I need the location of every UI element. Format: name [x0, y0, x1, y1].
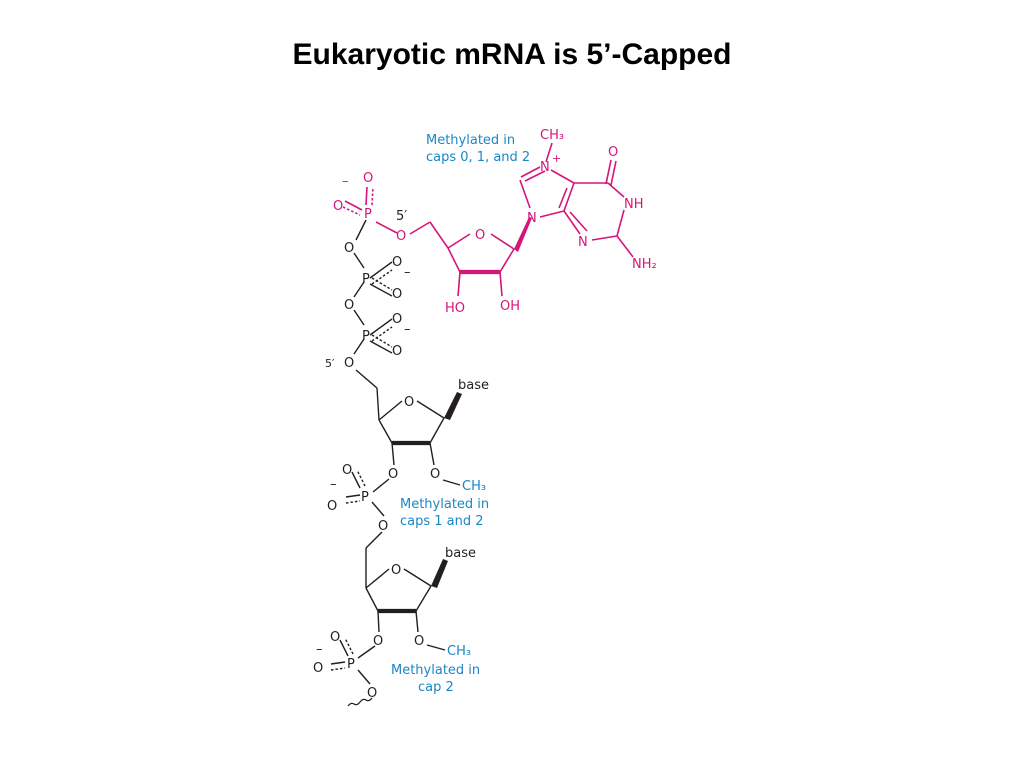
cap-phosphate-o-top-label: O: [363, 171, 373, 186]
nucleotide-2-phosphate-minus-label: –: [316, 642, 323, 657]
triphosphate-p3-o-top-label: O: [392, 312, 402, 327]
triphosphate-p2-label: P: [362, 272, 370, 287]
nucleotide-2-ring-o-label: O: [391, 563, 401, 578]
cap-nh-label: NH: [624, 197, 644, 212]
annotation-caps-0-1-2-line1: Methylated in: [426, 133, 515, 148]
cap-carbonyl-o-label: O: [608, 145, 618, 160]
nucleotide-2-ch3-label: CH₃: [447, 644, 471, 659]
nucleotide-2-base-label: base: [445, 546, 476, 561]
annotation-cap-2-line2: cap 2: [418, 680, 454, 695]
cap-phosphate-o-left-label: O: [333, 199, 343, 214]
nucleotide-2-atom-labels: O base O O – O O P O: [313, 546, 476, 701]
cap-n9-label: N: [527, 211, 537, 226]
cap-ho-label: HO: [445, 301, 465, 316]
cap-ring-o-label: O: [475, 228, 485, 243]
annotation-cap-2-line1: Methylated in: [391, 663, 480, 678]
cap-5prime-label: 5′: [396, 209, 407, 224]
nucleotide-1-phosphate-o-top-label: O: [342, 463, 352, 478]
cap-oh-label: OH: [500, 299, 520, 314]
nucleotide-2-o3-label: O: [373, 634, 383, 649]
nucleotide-1-o5-label: O: [378, 519, 388, 534]
annotation-caps-1-2-line2: caps 1 and 2: [400, 514, 484, 529]
triphosphate-o2-label: O: [344, 298, 354, 313]
nucleotide-1-phosphate-minus-label: –: [330, 477, 337, 492]
cap-5prime-o-label: O: [396, 229, 406, 244]
nucleotide-1-o3-label: O: [388, 467, 398, 482]
cap-phosphorus-label: P: [364, 207, 372, 222]
annotation-cap-2: Methylated in cap 2: [391, 663, 480, 695]
triphosphate-5prime-label: 5′: [325, 357, 335, 370]
cap-n7-label: N: [540, 160, 550, 175]
nucleotide-2-phosphorus-label: P: [347, 657, 355, 672]
triphosphate-p3-o-bottom-label: O: [392, 344, 402, 359]
nucleotide-1-atom-labels: O base O O – O O P O: [327, 378, 489, 534]
cap-plus-label: +: [552, 152, 561, 165]
nucleotide-2-bonds: [330, 548, 446, 707]
annotation-caps-0-1-2-line2: caps 0, 1, and 2: [426, 150, 530, 165]
triphosphate-p2-o-bottom-label: O: [392, 287, 402, 302]
cap-atom-labels: CH₃ N + N O NH N NH₂ O HO OH P O O – O: [333, 128, 657, 316]
nucleotide-2-phosphate-o-top-label: O: [330, 630, 340, 645]
nucleotide-1-base-label: base: [458, 378, 489, 393]
cap-phosphate-minus-label: –: [342, 174, 349, 189]
nucleotide-1-phosphate-o-left-label: O: [327, 499, 337, 514]
triphosphate-atom-labels: O P O O – O P O O – 5′ O: [325, 241, 411, 371]
annotation-caps-0-1-2: Methylated in caps 0, 1, and 2: [426, 133, 530, 165]
nucleotide-1-base-wedge: [444, 392, 462, 420]
nucleotide-2-o5-label: O: [367, 686, 377, 701]
triphosphate-p2-minus-label: –: [404, 265, 411, 280]
triphosphate-5prime-o-label: O: [344, 356, 354, 371]
triphosphate-p3-minus-label: –: [404, 322, 411, 337]
triphosphate-p3-label: P: [362, 329, 370, 344]
triphosphate-p2-o-top-label: O: [392, 255, 402, 270]
nucleotide-1-o2-label: O: [430, 467, 440, 482]
triphosphate-o1-label: O: [344, 241, 354, 256]
annotation-caps-1-2-line1: Methylated in: [400, 497, 489, 512]
cap-n3-label: N: [578, 235, 588, 250]
nucleotide-2-o2-label: O: [414, 634, 424, 649]
nucleotide-2-base-wedge: [431, 559, 448, 588]
triphosphate-bonds: [353, 219, 393, 355]
nucleotide-1-ch3-label: CH₃: [462, 479, 486, 494]
cap-nh2-label: NH₂: [632, 257, 657, 272]
cap-7-methylguanosine: [342, 142, 634, 297]
slide-title: Eukaryotic mRNA is 5’-Capped: [292, 38, 732, 71]
nucleotide-1-phosphorus-label: P: [361, 490, 369, 505]
nucleotide-1-bonds: [345, 369, 461, 549]
cap-ch3-label: CH₃: [540, 128, 564, 143]
nucleotide-1-ring-o-label: O: [404, 395, 414, 410]
annotation-caps-1-2: Methylated in caps 1 and 2: [400, 497, 489, 529]
nucleotide-2-phosphate-o-left-label: O: [313, 661, 323, 676]
